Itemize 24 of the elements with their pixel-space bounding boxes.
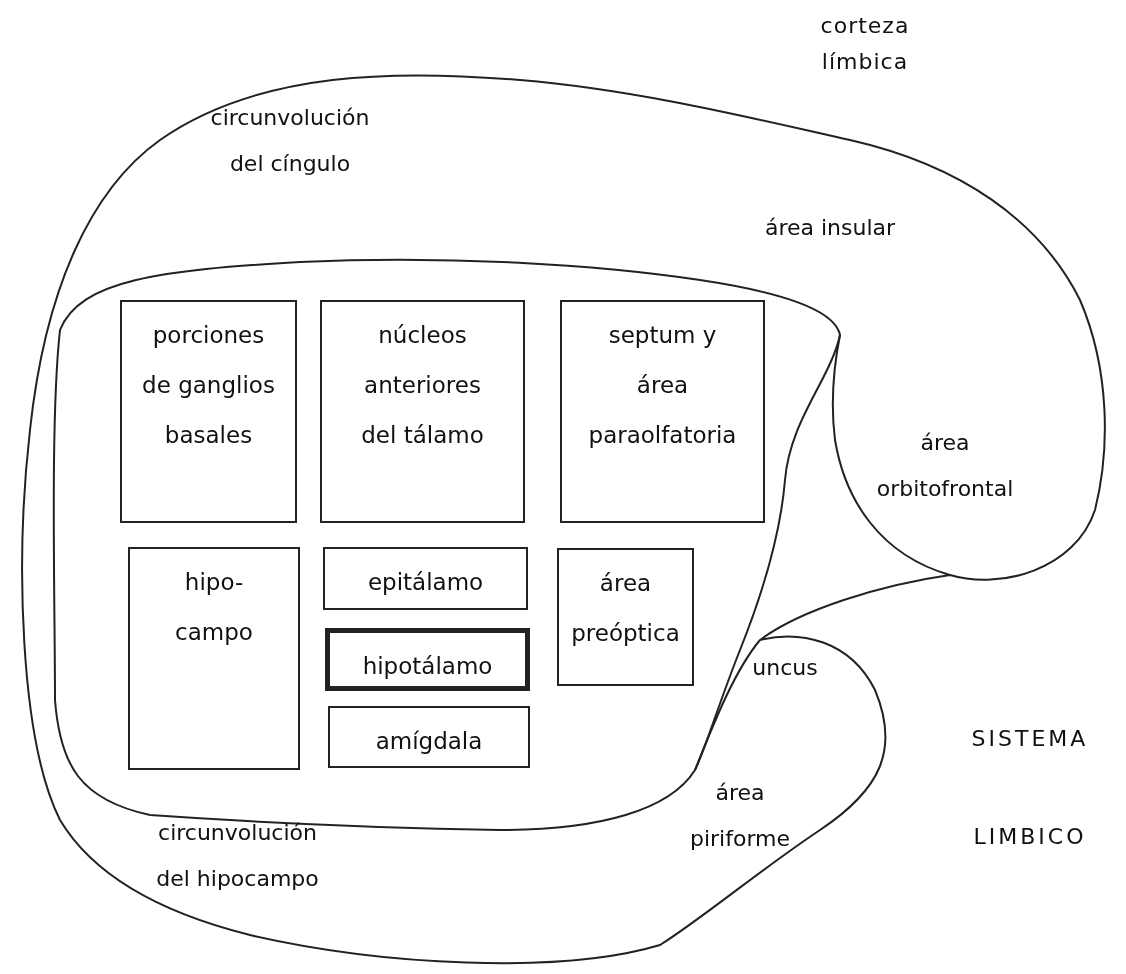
structure-box <box>323 547 528 610</box>
system-name: SISTEMA LIMBICO <box>970 725 1090 851</box>
structure-box <box>328 706 530 768</box>
region-label: área piriforme <box>688 779 792 853</box>
structure-label: núcleos anteriores del tálamo <box>360 321 485 450</box>
structure-label: epitálamo <box>367 568 484 597</box>
structure-box <box>557 548 694 686</box>
structure-box <box>128 547 300 770</box>
region-heading: corteza límbica <box>819 12 911 76</box>
region-label: uncus <box>751 654 819 682</box>
region-label: área insular <box>763 214 897 242</box>
region-label: área orbitofrontal <box>875 429 1015 503</box>
structure-box <box>325 628 530 691</box>
structure-box <box>320 300 525 523</box>
structure-label: hipo- campo <box>174 568 254 647</box>
structure-label: hipotálamo <box>362 652 493 681</box>
structure-box <box>120 300 297 523</box>
structure-label: septum y área paraolfatoria <box>587 321 738 450</box>
region-label: circunvolución del hipocampo <box>155 819 320 893</box>
structure-label: porciones de ganglios basales <box>141 321 276 450</box>
structure-box <box>560 300 765 523</box>
region-label: circunvolución del cíngulo <box>209 104 371 178</box>
structure-label: amígdala <box>375 727 483 756</box>
structure-label: área preóptica <box>570 569 681 648</box>
